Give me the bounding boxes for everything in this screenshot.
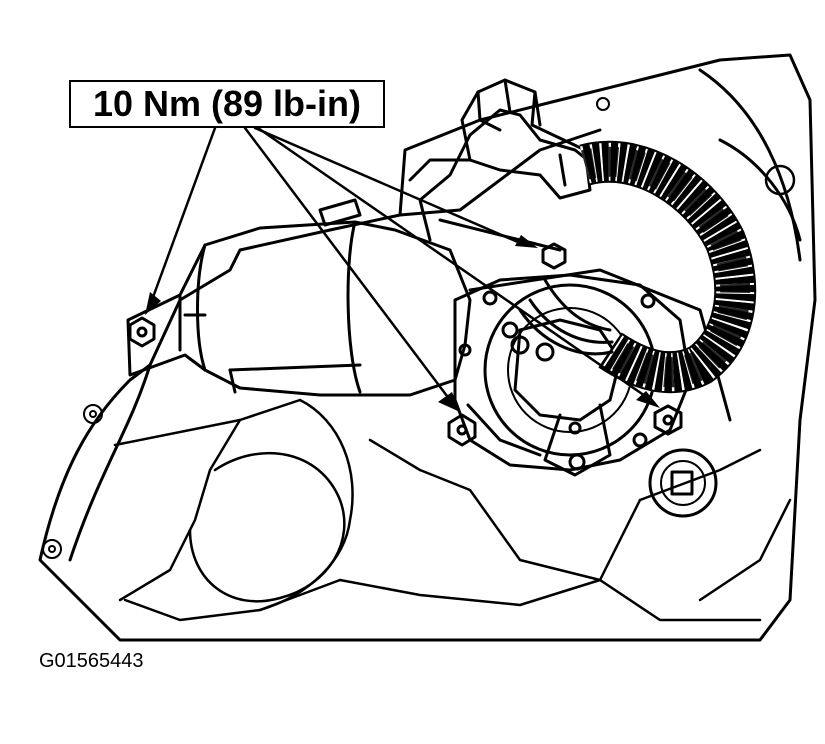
torque-spec-callout: 10 Nm (89 lb-in) <box>69 80 385 128</box>
drain-plug <box>648 448 718 518</box>
mounting-bolt-center <box>447 413 477 447</box>
perimeter-bolt-holes <box>42 97 610 559</box>
upper-housing <box>408 108 602 252</box>
leader-arrowheads <box>145 235 660 412</box>
case-ribs <box>113 398 792 622</box>
leader-lines <box>150 126 650 402</box>
figure-id: G01565443 <box>39 650 144 672</box>
shift-motor <box>126 198 472 397</box>
connector <box>460 78 592 200</box>
mounting-bolt-top <box>541 242 567 270</box>
mounting-bolt-left <box>128 316 156 348</box>
actuator-housing <box>453 273 692 477</box>
wiring-harness <box>518 140 757 394</box>
mounting-bolt-right <box>653 404 683 436</box>
